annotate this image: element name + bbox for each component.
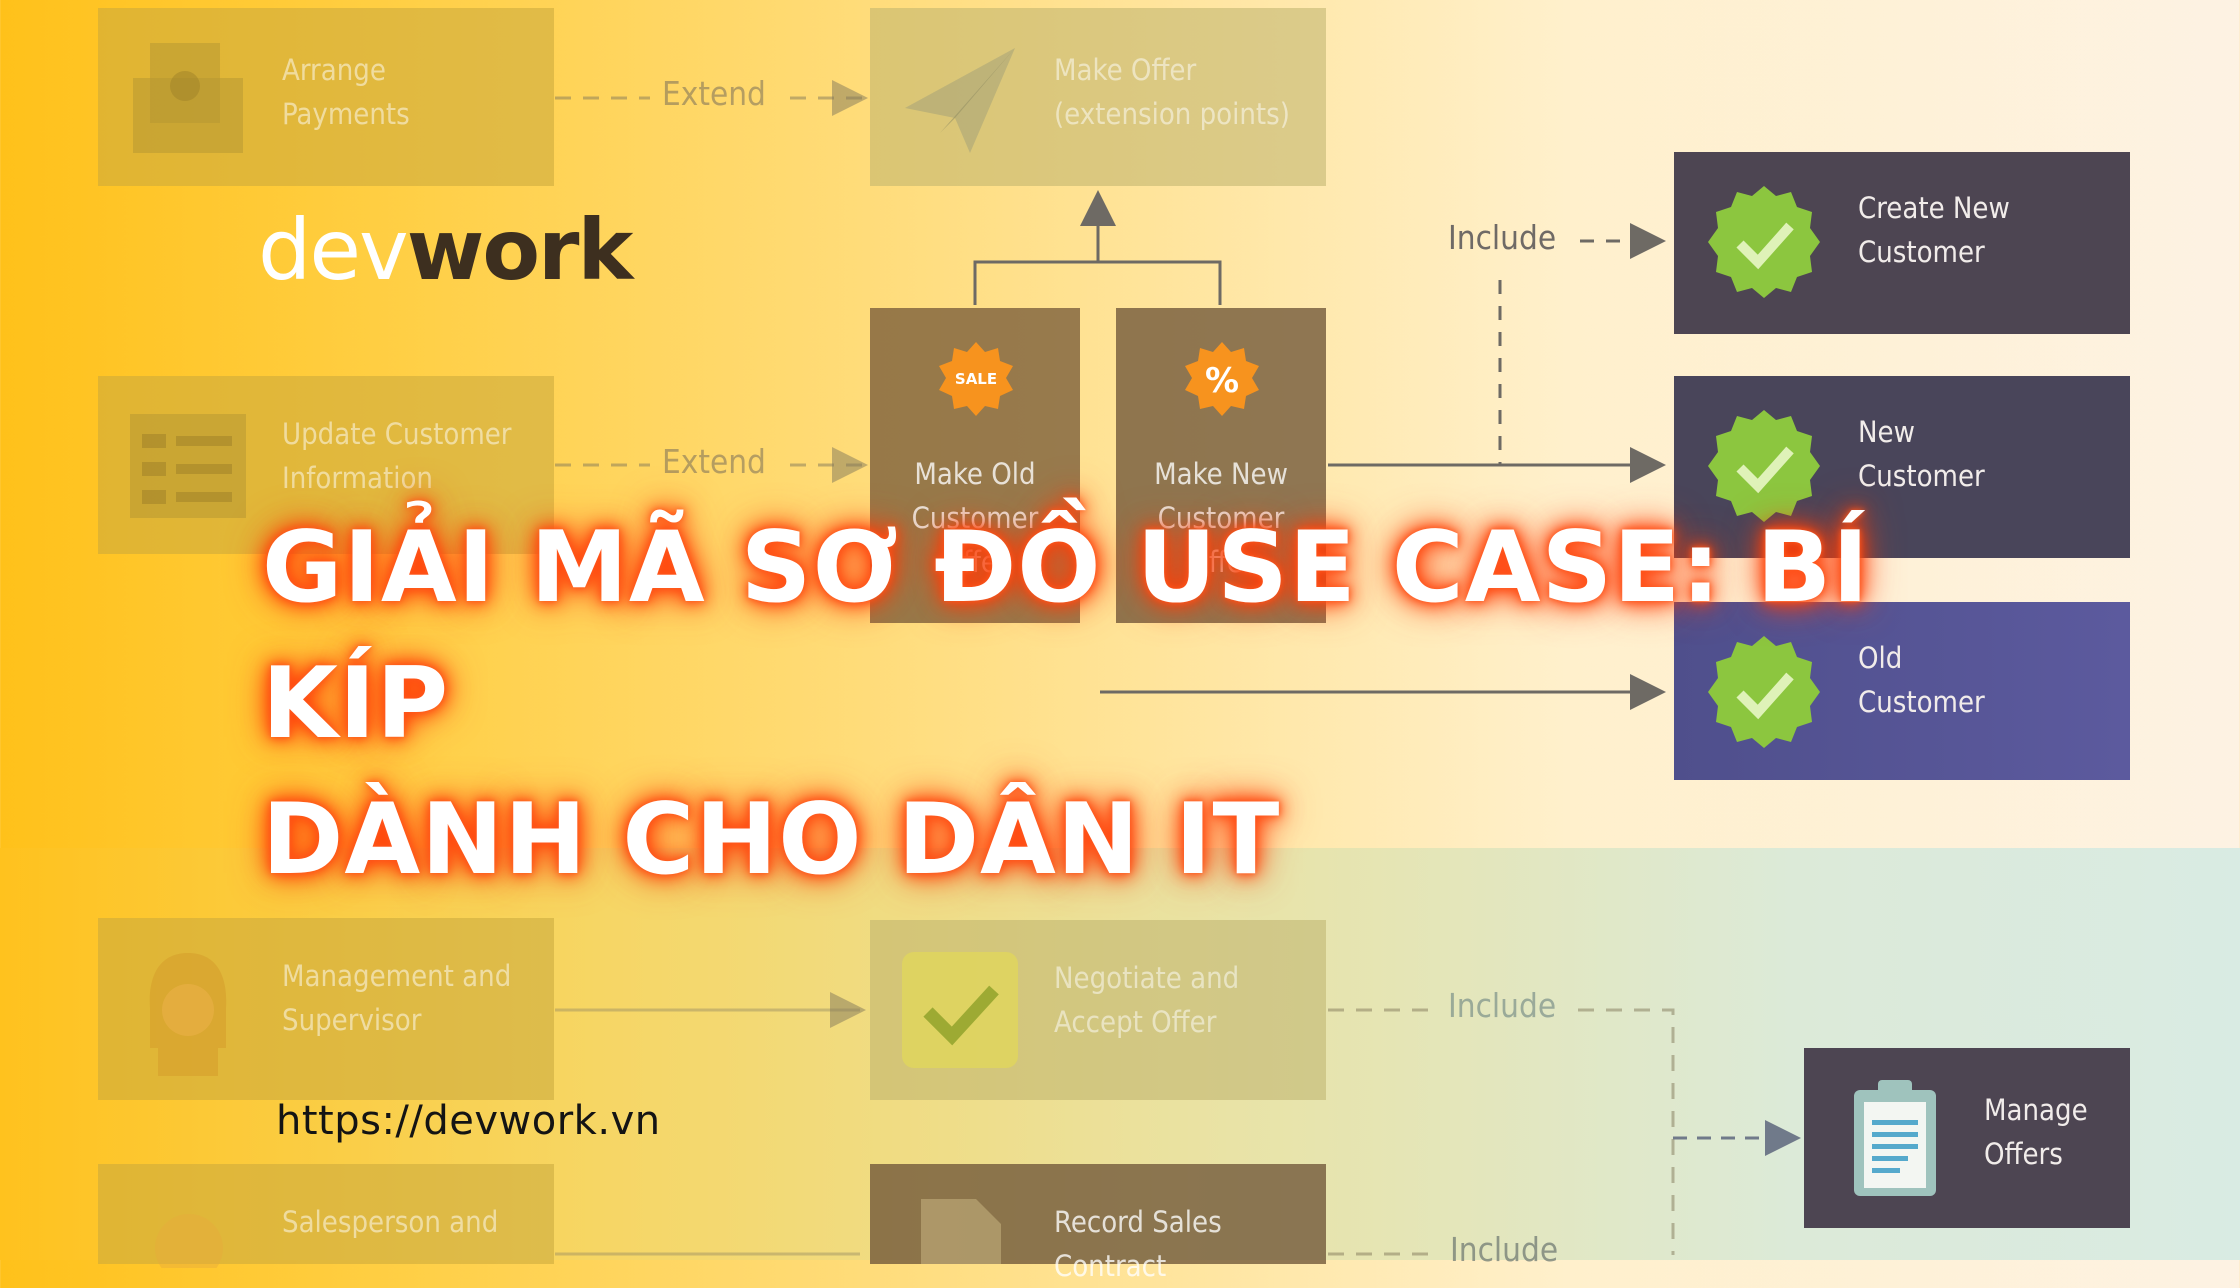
negotiate-label: Negotiate and Accept Offer [1054, 961, 1240, 1039]
make-old-offer-label: Make Old Customer Offer [911, 457, 1039, 579]
use-case-arrange-payments: Arrange Payments [98, 8, 554, 186]
form-icon [130, 414, 246, 518]
payment-icon [133, 43, 243, 153]
generalization-line [973, 260, 1222, 305]
update-customer-label: Update Customer Information [282, 417, 512, 495]
check-badge-icon [1708, 636, 1820, 748]
manage-offers-label: Manage Offers [1984, 1093, 2088, 1171]
use-case-make-new-offer: % Make New Customer Offer [1116, 308, 1326, 623]
old-customer-label: Old Customer [1858, 641, 1985, 719]
include-label-1: Include [1448, 218, 1557, 257]
headline-line-2: dành cho dân IT [262, 783, 1281, 897]
arrange-payments-label: Arrange Payments [282, 53, 410, 131]
clipboard-icon [1854, 1080, 1936, 1196]
use-case-make-old-offer: SALE Make Old Customer Offer [870, 308, 1080, 623]
use-case-make-offer: Make Offer (extension points) [870, 8, 1326, 186]
salesperson-label: Salesperson and [282, 1205, 499, 1239]
document-icon [921, 1199, 1001, 1264]
create-new-customer-label: Create New Customer [1858, 191, 2010, 269]
headline-line-1: Giải mã sơ đồ Use Case: Bí kíp [262, 511, 1870, 761]
devwork-logo: devwork [258, 201, 633, 299]
percent-badge-icon: % [1185, 342, 1259, 416]
make-offer-label: Make Offer (extension points) [1054, 53, 1290, 131]
include-label-2: Include [1448, 986, 1557, 1025]
check-badge-icon [1708, 186, 1820, 298]
actor-salesperson: Salesperson and [98, 1164, 554, 1268]
extend-label-1: Extend [662, 74, 766, 113]
use-case-create-new-customer: Create New Customer [1674, 152, 2130, 334]
use-case-negotiate: Negotiate and Accept Offer [870, 920, 1326, 1100]
use-case-old-customer: Old Customer [1674, 602, 2130, 780]
sale-badge-icon: SALE [939, 342, 1013, 416]
new-customer-label: New Customer [1858, 415, 1985, 493]
diagram-connectors [555, 80, 1801, 1256]
percent-badge-text: % [1205, 361, 1239, 401]
checkbox-icon [902, 952, 1018, 1068]
actor-management: Management and Supervisor [98, 918, 554, 1100]
management-label: Management and Supervisor [282, 959, 512, 1037]
sale-badge-text: SALE [955, 370, 997, 388]
use-case-new-customer: New Customer [1674, 376, 2130, 558]
include-label-3: Include [1450, 1230, 1559, 1269]
paper-plane-icon [905, 48, 1015, 153]
check-badge-icon [1708, 410, 1820, 522]
website-url[interactable]: https://devwork.vn [276, 1098, 661, 1144]
supervisor-avatar-icon [149, 953, 227, 1076]
record-sales-label: Record Sales Contract [1054, 1205, 1222, 1283]
use-case-record-sales: Record Sales Contract [870, 1164, 1326, 1283]
use-case-update-customer: Update Customer Information [98, 376, 554, 554]
salesperson-avatar-icon [155, 1214, 223, 1268]
use-case-manage-offers: Manage Offers [1804, 1048, 2130, 1228]
extend-label-2: Extend [662, 442, 766, 481]
make-new-offer-label: Make New Customer Offer [1154, 457, 1288, 579]
headline: Giải mã sơ đồ Use Case: Bí kíp dành cho … [262, 500, 1962, 908]
